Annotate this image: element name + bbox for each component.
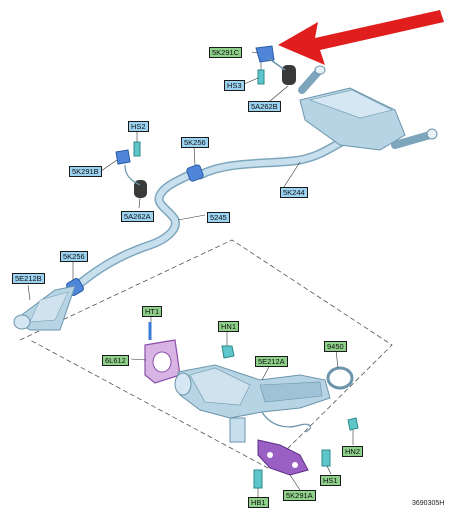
label-5A262B: 5A262B — [248, 101, 281, 112]
label-5A262A: 5A262A — [121, 211, 154, 222]
rubber-hanger-5A262B — [282, 65, 296, 85]
sensor-wire — [261, 411, 312, 433]
label-6L612: 6L612 — [102, 355, 129, 366]
hanger-bracket-5K291C — [255, 45, 275, 63]
nut-HN2 — [347, 417, 359, 431]
label-9450: 9450 — [324, 341, 347, 352]
label-5245: 5245 — [207, 212, 230, 223]
gasket-9450 — [326, 366, 354, 390]
label-HS1: HS1 — [320, 475, 341, 486]
red-arrow — [278, 10, 444, 65]
hanger-bracket-5K291B — [115, 149, 131, 165]
label-5K291B: 5K291B — [69, 166, 102, 177]
label-5K256-lower: 5K256 — [60, 251, 88, 262]
bolt-HS2 — [133, 141, 141, 157]
document-id: 3690305H — [412, 500, 445, 507]
bolt-HB1 — [253, 469, 263, 489]
label-5K291C: 5K291C — [209, 47, 243, 58]
label-5K244: 5K244 — [280, 187, 308, 198]
label-HB1: HB1 — [248, 497, 269, 508]
label-HS3: HS3 — [224, 80, 245, 91]
label-5K256-upper: 5K256 — [181, 137, 209, 148]
label-5E212A: 5E212A — [255, 356, 288, 367]
label-HN1: HN1 — [218, 321, 240, 332]
label-5K291A: 5K291A — [283, 490, 316, 501]
rubber-hanger-5A262A — [134, 180, 147, 198]
bolt-HS1 — [321, 449, 331, 467]
clamp-5K256-upper — [186, 164, 204, 182]
label-5E212B: 5E212B — [12, 273, 45, 284]
bolt-HS3 — [257, 69, 265, 85]
label-HS2: HS2 — [128, 121, 149, 132]
nut-HN1 — [221, 345, 235, 359]
leader-lines — [27, 51, 354, 497]
catalyst-bracket — [229, 417, 246, 443]
label-HT1: HT1 — [142, 306, 163, 317]
tailpipe-lower — [391, 131, 434, 149]
label-HN2: HN2 — [342, 446, 364, 457]
assembly-boundary-dashed — [19, 239, 393, 469]
bracket-5K291A — [257, 439, 309, 476]
tailpipe-upper — [298, 68, 322, 94]
